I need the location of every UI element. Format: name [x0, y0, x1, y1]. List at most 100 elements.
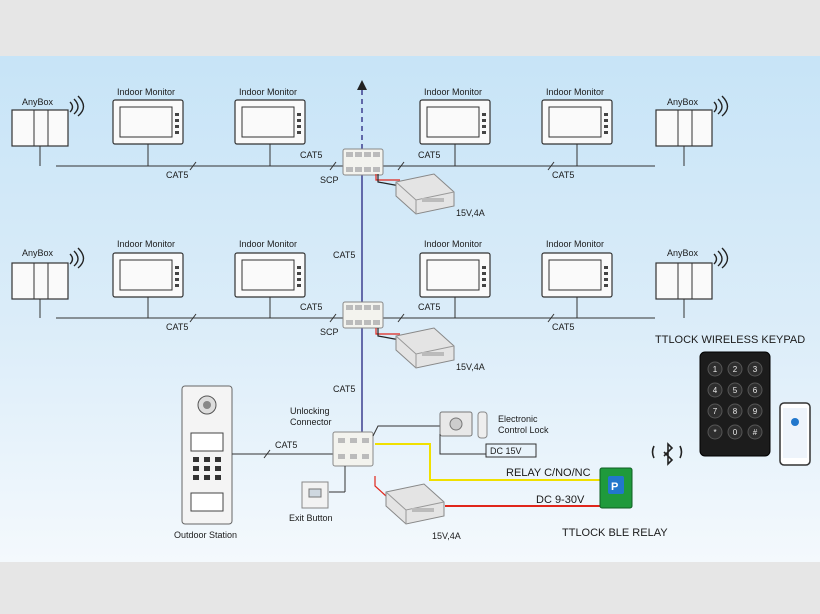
cat5-label: CAT5: [300, 150, 322, 160]
scp-switch: [342, 301, 384, 329]
cat5-label: CAT5: [275, 440, 297, 450]
keypad-key-label: 3: [753, 365, 758, 374]
electronic-lock-label: Electronic: [498, 414, 538, 424]
power-supply: [395, 327, 455, 369]
keypad-key-label: 7: [713, 407, 718, 416]
relay-wire: [375, 443, 600, 481]
bluetooth-icon: [651, 442, 683, 466]
outdoor-station-label: Outdoor Station: [174, 530, 237, 540]
cat5-label: CAT5: [300, 302, 322, 312]
relay-cno-label: RELAY C/NO/NC: [506, 467, 591, 479]
exit-button: [301, 481, 329, 509]
outdoor-station: [181, 385, 233, 525]
cat5-label: CAT5: [552, 170, 574, 180]
electronic-lock-label: Control Lock: [498, 425, 549, 435]
keypad-key-label: #: [753, 428, 758, 437]
indoor-monitor-label: Indoor Monitor: [117, 87, 175, 97]
arrow-up-icon: [357, 80, 367, 90]
indoor-monitor-label: Indoor Monitor: [239, 87, 297, 97]
keypad-key-label: 6: [753, 386, 758, 395]
keypad-key: [747, 403, 763, 419]
anybox-device: [655, 262, 713, 300]
keypad-key: [747, 382, 763, 398]
wifi-icon: [713, 247, 729, 269]
cat5-label: CAT5: [166, 170, 188, 180]
smartphone: [779, 402, 811, 466]
keypad-key: [727, 424, 743, 440]
indoor-monitor-label: Indoor Monitor: [546, 87, 604, 97]
keypad-key: [707, 424, 723, 440]
wifi-icon: [69, 247, 85, 269]
keypad-key: [747, 424, 763, 440]
scp-label: SCP: [320, 327, 339, 337]
cat5-label: CAT5: [418, 150, 440, 160]
cat5-label: CAT5: [418, 302, 440, 312]
anybox-label: AnyBox: [667, 97, 699, 107]
dc930-label: DC 9-30V: [536, 494, 585, 506]
keypad-key-label: 1: [713, 365, 718, 374]
keypad-key: [707, 403, 723, 419]
anybox-device: [11, 262, 69, 300]
keypad-key: [707, 382, 723, 398]
dc15v-label: DC 15V: [490, 446, 522, 456]
indoor-monitor: [234, 99, 306, 145]
dc15v-box: [485, 443, 537, 458]
indoor-monitor: [419, 99, 491, 145]
indoor-monitor-label: Indoor Monitor: [546, 239, 604, 249]
cat5-label: CAT5: [552, 322, 574, 332]
cat5-label: CAT5: [333, 250, 355, 260]
wifi-icon: [713, 95, 729, 117]
indoor-monitor: [112, 99, 184, 145]
anybox-label: AnyBox: [22, 248, 54, 258]
power-supply: [385, 483, 445, 525]
keypad-key: [727, 382, 743, 398]
anybox-device: [11, 109, 69, 147]
keypad-key: [727, 403, 743, 419]
unlocking-connector: [332, 431, 374, 467]
psu-label: 15V,4A: [456, 208, 485, 218]
keypad-key: [727, 361, 743, 377]
keypad-key-label: 8: [733, 407, 738, 416]
keypad-key-label: 4: [713, 386, 718, 395]
scp-label: SCP: [320, 175, 339, 185]
keypad-key: [747, 361, 763, 377]
indoor-monitor: [112, 252, 184, 298]
keypad-key: [707, 361, 723, 377]
exit-button-label: Exit Button: [289, 513, 333, 523]
ttlock-ble-relay: P: [599, 467, 633, 509]
indoor-monitor-label: Indoor Monitor: [424, 87, 482, 97]
unlocking-connector-label: Unlocking: [290, 406, 330, 416]
wifi-icon: [69, 95, 85, 117]
indoor-monitor: [234, 252, 306, 298]
ttlock-relay-label: TTLOCK BLE RELAY: [562, 527, 668, 539]
scp-switch: [342, 148, 384, 176]
cat5-label: CAT5: [333, 384, 355, 394]
cat5-label: CAT5: [166, 322, 188, 332]
anybox-label: AnyBox: [667, 248, 699, 258]
keypad-key-label: 9: [753, 407, 758, 416]
keypad-key-label: *: [713, 428, 716, 437]
indoor-monitor-label: Indoor Monitor: [424, 239, 482, 249]
anybox-device: [655, 109, 713, 147]
keypad-keys: 1 2 3 4 5 6 7 8 9 * 0 #: [707, 361, 763, 440]
keypad-key-label: 0: [733, 428, 738, 437]
psu-label: 15V,4A: [456, 362, 485, 372]
electronic-lock: [439, 411, 488, 439]
keypad-key-label: 5: [733, 386, 738, 395]
row-1: AnyBox Indoor Monitor Indoor Monitor Ind…: [11, 87, 729, 218]
ttlock-keypad-label: TTLOCK WIRELESS KEYPAD: [655, 334, 805, 346]
psu-label: 15V,4A: [432, 531, 461, 541]
ttlock-keypad: 1 2 3 4 5 6 7 8 9 * 0 #: [699, 351, 771, 457]
keypad-key-label: 2: [733, 365, 738, 374]
indoor-monitor: [419, 252, 491, 298]
indoor-monitor: [541, 99, 613, 145]
indoor-monitor-label: Indoor Monitor: [239, 239, 297, 249]
anybox-label: AnyBox: [22, 97, 54, 107]
power-supply: [395, 173, 455, 215]
row-2: AnyBox Indoor Monitor Indoor Monitor Ind…: [11, 239, 729, 372]
indoor-monitor: [541, 252, 613, 298]
svg-text:P: P: [611, 481, 618, 493]
network-diagram: AnyBox Indoor Monitor Indoor Monitor Ind…: [0, 56, 820, 562]
indoor-monitor-label: Indoor Monitor: [117, 239, 175, 249]
unlocking-connector-label: Connector: [290, 417, 332, 427]
